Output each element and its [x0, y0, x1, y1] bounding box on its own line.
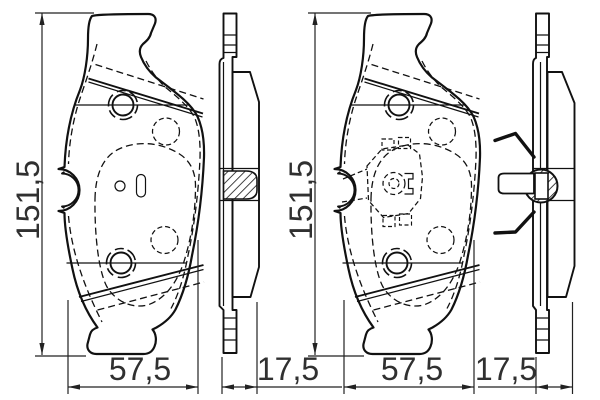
- pad-b-front-view: [333, 12, 482, 356]
- dim-thickness-pad-a: 17,5: [221, 302, 342, 394]
- dim-width-pad-a: 57,5: [67, 240, 199, 394]
- dim-label-thickness-a: 17,5: [257, 351, 319, 387]
- wear-sensor-wire-bottom: [493, 210, 536, 235]
- dim-label-thickness-b: 17,5: [475, 351, 537, 387]
- wear-sensor-wire-top: [493, 131, 536, 159]
- dim-extension-lines: [343, 240, 475, 394]
- dim-label-height-a: 151,5: [10, 160, 46, 240]
- dim-height-pad-b: 151,5: [283, 12, 371, 357]
- pad-b-side-view: [493, 12, 576, 354]
- sensor-pocket-octagon: [366, 144, 424, 219]
- center-pilot-hole: [114, 180, 126, 192]
- dim-extension-lines: [67, 240, 199, 394]
- dim-arrows: [536, 384, 573, 390]
- dim-thickness-pad-b: 17,5: [475, 302, 574, 394]
- sensor-connector: [497, 172, 535, 195]
- dim-label-width-b: 57,5: [381, 351, 443, 387]
- side-hatched-section: [222, 170, 258, 200]
- sensor-hole-outer: [382, 171, 406, 196]
- side-section-lines: [219, 167, 259, 202]
- side-friction-block: [231, 71, 260, 298]
- dim-extension-lines: [535, 302, 574, 394]
- pad-a-front-geometry: [57, 12, 206, 356]
- sensor-plate-window: [534, 172, 549, 200]
- dim-extension-lines: [308, 12, 371, 357]
- dim-arrows: [222, 384, 257, 390]
- dim-label-width-a: 57,5: [109, 351, 171, 387]
- pad-a-side-view: [218, 12, 260, 354]
- side-friction-block: [546, 71, 576, 298]
- dim-extension-lines: [221, 302, 258, 394]
- dim-width-pad-b: 57,5: [343, 240, 475, 394]
- sensor-hole-inner: [388, 177, 400, 190]
- dim-height-pad-a: 151,5: [10, 12, 94, 357]
- dim-extension-lines: [35, 12, 94, 357]
- dim-label-height-b: 151,5: [283, 160, 319, 240]
- pad-b-front-geometry: [333, 12, 482, 356]
- side-tab-segment-lines: [222, 34, 237, 341]
- center-slot: [135, 173, 147, 198]
- side-tab-segment-lines: [536, 34, 549, 341]
- pad-a-front-view: [57, 12, 206, 356]
- sensor-clip: [404, 172, 414, 195]
- sensor-mount-dashed-tabs: [381, 136, 413, 228]
- sensor-link-dashed-lines: [341, 168, 368, 203]
